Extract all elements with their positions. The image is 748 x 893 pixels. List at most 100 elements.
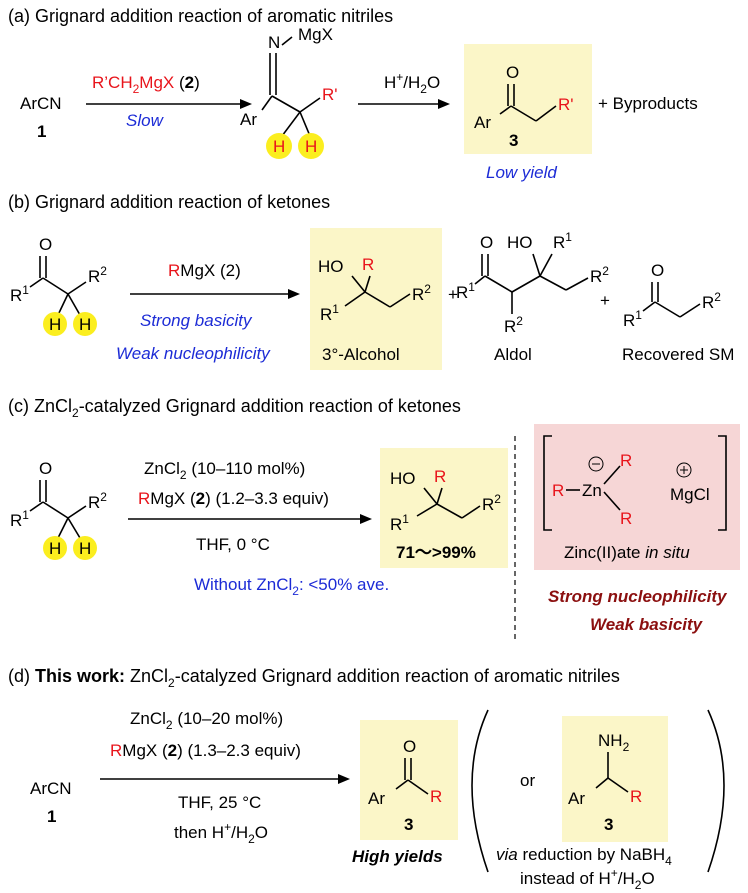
aldol-c2-bond [484, 275, 513, 293]
c-h-bond-2 [299, 111, 311, 137]
ketone-b-r1-bond [29, 277, 44, 288]
ketone-ar-bond [499, 105, 512, 115]
yield-range-c: 71～>99% [396, 543, 476, 562]
imine-n: N [268, 33, 280, 52]
alcohol-r-bond [364, 275, 371, 293]
ketone-d-r: R [430, 787, 442, 806]
ketone-o: O [506, 63, 519, 82]
ketone-b-r2-bond [67, 281, 87, 295]
sm-r2: R2 [702, 290, 721, 312]
alpha-h-b2: H [79, 315, 91, 334]
strong-basicity-cond: Strong basicity [140, 311, 253, 330]
ketone-b-h-bond-2 [67, 293, 81, 316]
amine-nh2: NH2 [598, 731, 630, 754]
alcohol-c-r1-bond [416, 503, 438, 517]
amine-r: R [630, 787, 642, 806]
compound-3-label-a: 3 [509, 131, 518, 150]
aldol-ch2-bond [539, 275, 567, 291]
aldol-r1-bond [474, 275, 486, 285]
aldol-r2-right: R2 [590, 264, 609, 286]
ketone-c-r1-bond [29, 501, 44, 512]
paren-left [471, 709, 489, 873]
ketone-b-h-bond-1 [57, 293, 69, 316]
zincate-r-left: R [552, 481, 564, 500]
compound-1-label: 1 [37, 122, 46, 141]
zincate-zn: Zn [582, 481, 602, 500]
alcohol-ch2-bond [364, 291, 391, 308]
amine-ar-bond [595, 777, 609, 789]
ketone-d-r-bond [407, 779, 429, 795]
low-yield-note: Low yield [486, 163, 557, 182]
zn-r-top-bond [603, 465, 621, 485]
high-yields-label: High yields [352, 847, 443, 866]
zn-minus-charge [588, 456, 604, 472]
n-mg-bond [281, 36, 293, 46]
section-d-heading: (d) This work: ZnCl2-catalyzed Grignard … [8, 666, 620, 690]
alcohol-c-o-bond [423, 487, 438, 505]
strong-nucleophilicity-label: Strong nucleophilicity [548, 587, 728, 606]
zincate-r-top: R [620, 451, 632, 470]
ketone-b-r1: R1 [10, 283, 29, 305]
ketone-b-r2: R2 [88, 264, 107, 286]
aldol-r1-top-bond [539, 253, 553, 277]
ketone-b-ch2-bond [42, 277, 69, 295]
ketone-c-r1: R1 [10, 508, 29, 530]
alpha-h-b1: H [49, 315, 61, 334]
zincate-mgcl: MgCl [670, 485, 710, 504]
alpha-h-highlight-b1 [43, 312, 67, 336]
ketone-c-h-bond-1 [57, 517, 69, 539]
imine-mgx: MgX [298, 25, 333, 44]
arcn-reactant: ArCN [20, 94, 62, 113]
alpha-h-c1: H [49, 539, 61, 558]
compound-3-label-d: 3 [404, 815, 413, 834]
arrow-head-a2 [438, 99, 450, 109]
aldol-ho: HO [507, 233, 533, 252]
alcohol-r: R [362, 255, 374, 274]
byproducts: + Byproducts [598, 94, 698, 113]
paren-right [707, 709, 725, 873]
aldol-c3-bond [511, 275, 541, 293]
ch2-r-bond [299, 97, 321, 113]
recovered-sm-label: Recovered SM [622, 345, 734, 364]
ketone-b-o: O [39, 235, 52, 254]
zincate-bracket-right [718, 435, 727, 531]
zincate-bracket-left [543, 435, 552, 531]
mg-plus-charge [676, 462, 692, 478]
alpha-h-2: H [305, 137, 317, 156]
zincate-box [534, 424, 740, 570]
sm-r1: R1 [623, 308, 642, 330]
aldol-oh-bond [532, 253, 541, 277]
sm-r2-bond [679, 303, 701, 318]
arrow-head-d [338, 774, 350, 784]
slow-condition: Slow [126, 111, 165, 130]
arrow-head-b [288, 289, 300, 299]
alcohol-c-ho: HO [390, 469, 416, 488]
c-h-bond-1 [281, 111, 301, 137]
plus-b2: + [600, 291, 610, 310]
aldol-o: O [480, 233, 493, 252]
ketone-c-r2: R2 [88, 490, 107, 512]
alcohol-c-r2-bond [461, 505, 481, 519]
zincate-in-situ-label: Zinc(II)ate in situ [564, 543, 690, 562]
arrow-head-a1 [240, 99, 252, 109]
amine-r-bond [607, 777, 629, 793]
alcohol-c-r-bond [436, 487, 443, 505]
alcohol-o-bond [351, 275, 366, 293]
zncl2-loading-d: ZnCl2 (10–20 mol%) [130, 709, 283, 732]
ketone-c-h-bond-2 [67, 517, 81, 539]
sm-o: O [651, 261, 664, 280]
grignard-reagent-a: R’CH2MgX (2) [92, 73, 200, 96]
aldol-r1-top: R1 [553, 230, 572, 252]
zincate-r-bottom: R [620, 509, 632, 528]
imine-r-prime: R' [322, 85, 338, 104]
grignard-equiv-d: RMgX (2) (1.3–2.3 equiv) [110, 741, 301, 760]
alpha-h-1: H [273, 137, 285, 156]
section-a-heading: (a) Grignard addition reaction of aromat… [8, 6, 393, 26]
ketone-d-ar-bond [395, 779, 409, 790]
or-label: or [520, 771, 535, 790]
compound-1-label-d: 1 [47, 807, 56, 826]
zn-r-bottom-bond [603, 491, 621, 511]
amine-ar: Ar [568, 789, 585, 808]
alpha-h-highlight-c1 [43, 536, 67, 560]
compound-3-label-amine: 3 [604, 815, 613, 834]
